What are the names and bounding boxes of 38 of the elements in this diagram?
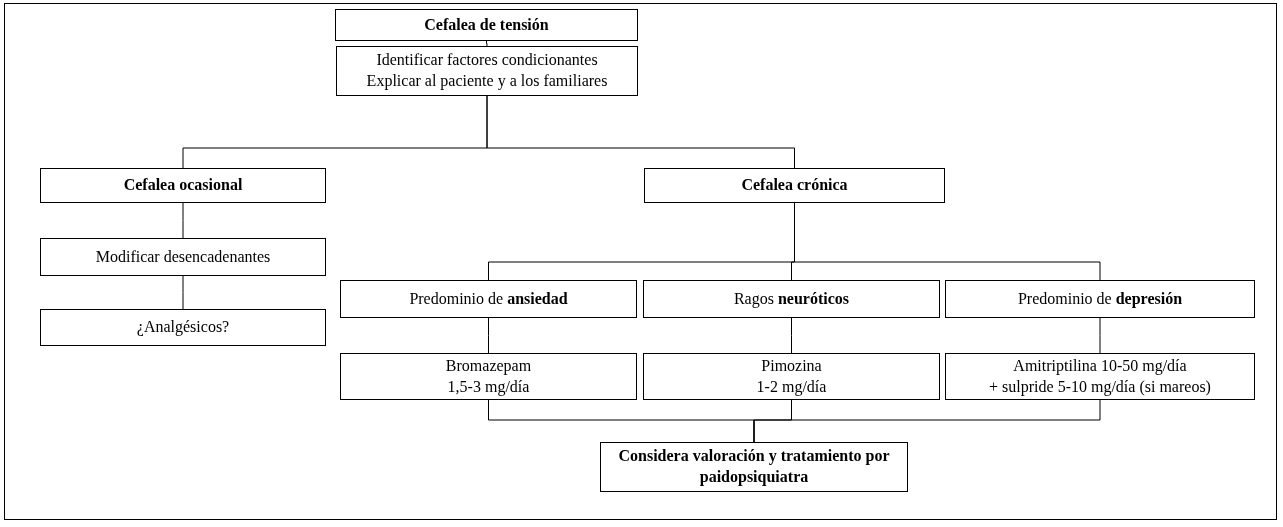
box-text: Predominio de depresión [1017, 288, 1183, 310]
box-text: Pimozina [761, 355, 822, 376]
process-box [340, 353, 637, 400]
process-box [945, 280, 1255, 318]
process-box [40, 309, 326, 346]
box-text: + sulpride 5-10 mg/día (si mareos) [989, 376, 1211, 398]
connector-line [753, 399, 1101, 443]
connector-line [1099, 317, 1101, 354]
box-text: Ragos neuróticos [733, 288, 850, 310]
connector-line [486, 40, 488, 47]
process-box [40, 238, 326, 276]
process-box [600, 442, 908, 492]
process-box [643, 353, 940, 400]
process-box [336, 46, 638, 96]
box-text: Identificar factores condicionantes [376, 50, 598, 71]
box-text: Amitriptilina 10-50 mg/día [1013, 355, 1187, 377]
box-text: Modificar desencadenantes [95, 246, 271, 267]
connector-line [486, 95, 795, 169]
process-box [340, 280, 637, 318]
box-text: Predominio de ansiedad [409, 288, 568, 309]
process-box [643, 280, 940, 318]
box-text: Bromazepam [445, 355, 532, 377]
connector-line [791, 317, 792, 354]
box-text: Cefalea de tensión [424, 14, 549, 35]
connector-line [182, 275, 184, 310]
connector-line [488, 317, 489, 354]
box-text: Cefalea ocasional [123, 175, 243, 196]
box-text: 1-2 mg/día [756, 376, 827, 398]
process-box [945, 353, 1255, 400]
process-box [40, 168, 326, 203]
box-text: Considera valoración y tratamiento por paidopsiquiatra [617, 446, 891, 488]
connector-line [182, 202, 184, 239]
box-text: Cefalea crónica [741, 175, 848, 196]
box-text: 1,5-3 mg/día [447, 376, 530, 398]
box-text: Explicar al paciente y a los familiares [366, 71, 608, 92]
process-box [644, 168, 945, 203]
process-box [335, 9, 638, 41]
box-text: ¿Analgésicos? [136, 317, 230, 338]
